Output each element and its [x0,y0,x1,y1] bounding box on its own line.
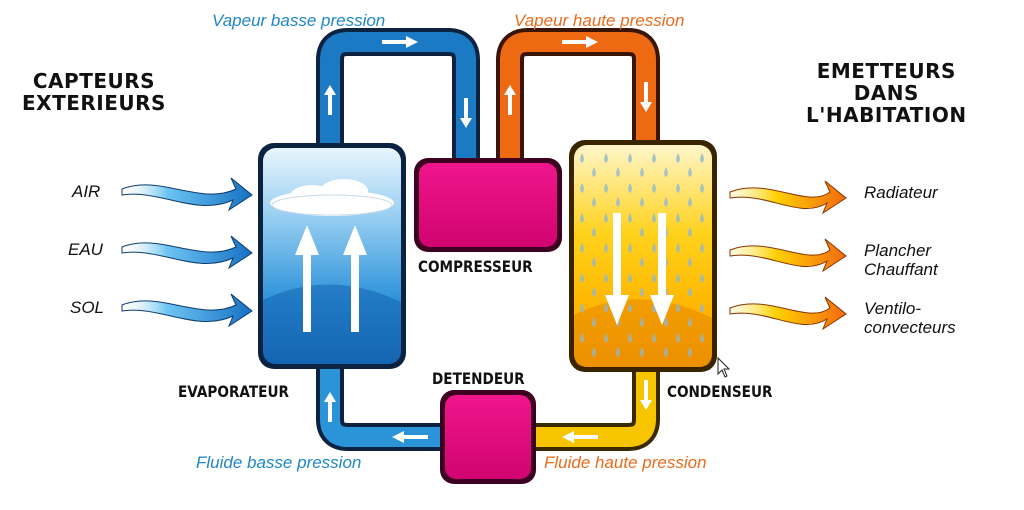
high-pressure-vapor-label: Vapeur haute pression [514,11,685,30]
emitter-ventilo-line: convecteurs [864,317,956,337]
evaporator-label: EVAPORATEUR [178,382,289,401]
emitters-heading-line: L'HABITATION [806,103,967,127]
arrow-left-icon [562,431,598,443]
expansion-valve-box [440,390,536,484]
emitters-heading: EMETTEURS DANS L'HABITATION [806,60,967,126]
rising-heat-arrow-icon [295,225,319,332]
emitter-arrows [729,180,847,331]
arrow-up-icon [324,392,336,422]
arrow-down-icon [640,380,652,410]
arrow-right-icon [562,36,598,48]
sources-heading-line: EXTERIEURS [22,91,166,115]
emitter-ventilo-line: Ventilo- [864,299,922,318]
sources-heading: CAPTEURS EXTERIEURS [22,70,166,114]
emitter-plancher-line: Plancher [864,241,932,260]
condenser-label: CONDENSEUR [667,382,773,401]
source-eau-label: EAU [68,240,103,259]
emitter-plancher-line: Chauffant [864,259,938,279]
blue-swoosh-arrow-icon [121,235,253,270]
source-sol-label: SOL [70,298,105,317]
blue-swoosh-arrow-icon [121,293,253,328]
hot-swoosh-arrow-icon [729,180,847,215]
pipe-high-pressure-fluid [530,365,660,451]
source-air-label: AIR [72,182,101,201]
sources-heading-line: CAPTEURS [32,69,156,93]
hot-swoosh-arrow-icon [729,238,847,273]
compressor-label: COMPRESSEUR [418,257,533,276]
hot-swoosh-arrow-icon [729,296,847,331]
cloud-icon [270,179,394,216]
mouse-cursor-icon [717,356,731,378]
pipe-low-pressure-fluid [316,365,446,451]
arrow-up-icon [324,85,336,115]
expansion-valve-label: DETENDEUR [432,369,525,388]
high-pressure-fluid-label: Fluide haute pression [544,453,707,472]
arrow-down-icon [640,82,652,112]
emitters-heading-line: EMETTEURS [816,59,956,83]
condenser-tank [569,140,717,372]
rising-heat-arrow-icon [343,225,367,332]
falling-arrow-icon [605,213,629,325]
arrow-down-icon [460,98,472,128]
emitters-heading-line: DANS [853,81,919,105]
arrow-up-icon [504,85,516,115]
falling-arrow-icon [650,213,674,325]
compressor-box [414,158,562,252]
blue-swoosh-arrow-icon [121,177,253,212]
emitter-plancher-label: Plancher Chauffant [864,241,938,279]
pipe-flow-arrows [324,36,652,443]
emitter-ventilo-label: Ventilo- convecteurs [864,299,956,337]
evaporator-tank [258,143,406,369]
source-arrows [121,177,253,328]
low-pressure-fluid-label: Fluide basse pression [196,453,362,472]
emitter-radiateur-label: Radiateur [864,183,938,202]
low-pressure-vapor-label: Vapeur basse pression [212,11,386,30]
arrow-right-icon [382,36,418,48]
arrow-left-icon [392,431,428,443]
